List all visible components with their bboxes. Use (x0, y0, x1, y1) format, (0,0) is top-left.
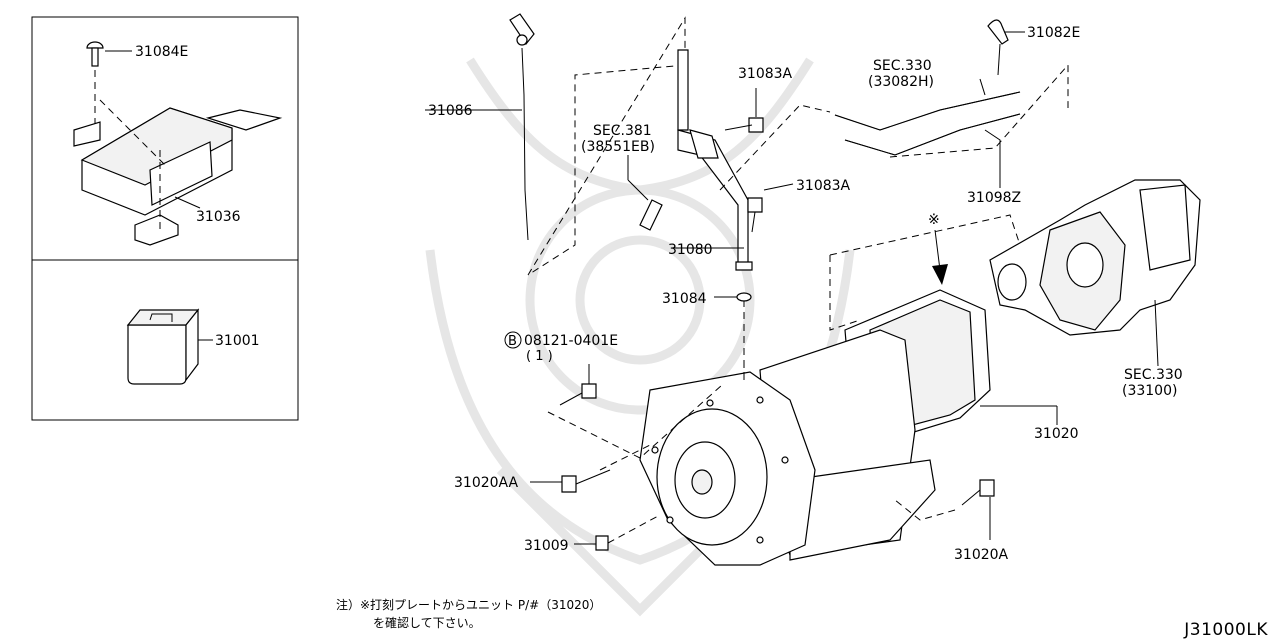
bolt-31020AA (530, 444, 651, 493)
label-31086: 31086 (428, 103, 473, 119)
label-bolt-b: B (508, 334, 517, 349)
marker-arrow (932, 229, 948, 285)
label-31098Z: 31098Z (967, 190, 1021, 206)
label-31020: 31020 (1034, 426, 1079, 442)
label-31020AA: 31020AA (454, 475, 519, 491)
transmission-31020 (639, 214, 1058, 566)
bolt-31083A-top (724, 88, 764, 133)
label-sec381: SEC.381 (593, 123, 652, 139)
label-31084: 31084 (662, 291, 707, 307)
control-module-31036 (73, 99, 283, 246)
label-31083A-mid: 31083A (796, 178, 851, 194)
relay-31001 (126, 308, 213, 385)
footnote-line-2: を確認して下さい。 (373, 616, 481, 630)
label-31083A-top: 31083A (738, 66, 793, 82)
label-31009: 31009 (524, 538, 569, 554)
transfer-case-33100 (989, 179, 1201, 367)
label-31082E: 31082E (1027, 25, 1080, 41)
label-31020A: 31020A (954, 547, 1009, 563)
label-bolt-qty: ( 1 ) (526, 349, 553, 364)
bolt-31020A (894, 479, 995, 540)
screw-31084E (86, 41, 132, 130)
charging-pipe-31080 (672, 49, 753, 380)
dipstick-31086 (425, 13, 686, 276)
plug-31009 (574, 514, 661, 551)
sensor-38551EB (627, 155, 663, 231)
label-33100: (33100) (1122, 383, 1177, 399)
label-31080: 31080 (668, 242, 713, 258)
label-sec330: SEC.330 (873, 58, 932, 74)
label-asterisk: ※ (928, 212, 940, 228)
label-31036: 31036 (196, 209, 241, 225)
label-sec330-case: SEC.330 (1124, 367, 1183, 383)
bolt-08121-0401E (547, 364, 723, 459)
label-31001: 31001 (215, 333, 260, 349)
inset-frame (31, 16, 299, 421)
label-31084E: 31084E (135, 44, 188, 60)
diagram-code: J31000LK (1184, 620, 1268, 640)
label-bolt-group: B (504, 331, 522, 349)
clip-31082E (987, 19, 1025, 76)
footnote: 注）※打刻プレートからユニット P/#（31020） を確認して下さい。 (336, 596, 601, 632)
label-38551EB: (38551EB) (581, 139, 655, 155)
o-ring-31084 (714, 292, 752, 302)
bolt-31083A-mid (747, 183, 794, 233)
hoses-31098Z (719, 63, 1069, 191)
footnote-line-1: 注）※打刻プレートからユニット P/#（31020） (336, 598, 602, 612)
label-08121-0401E: 08121-0401E (524, 333, 618, 349)
label-33082H: (33082H) (868, 74, 934, 90)
